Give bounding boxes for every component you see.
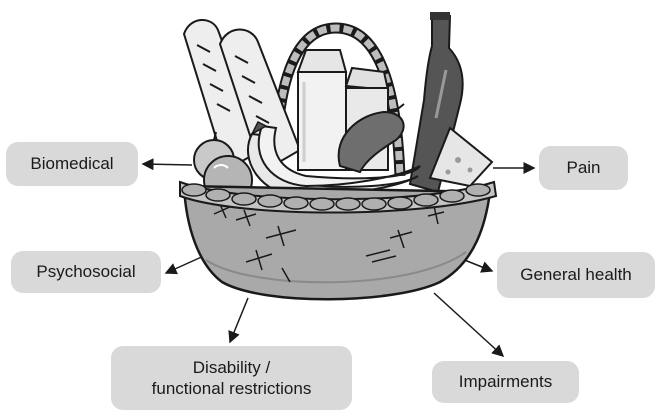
biomedical-label: Biomedical	[6, 142, 138, 186]
biomedical-text: Biomedical	[30, 154, 113, 174]
pain-label: Pain	[539, 146, 628, 190]
impairments-text: Impairments	[459, 372, 553, 392]
general-health-label: General health	[497, 252, 655, 298]
disability-text-line1: Disability /	[193, 357, 270, 378]
psychosocial-text: Psychosocial	[36, 262, 135, 282]
arrow-to-disability	[230, 298, 248, 342]
pain-text: Pain	[566, 158, 600, 178]
arrow-to-psychosocial	[166, 255, 206, 273]
disability-text-line2: functional restrictions	[152, 378, 312, 399]
impairments-label: Impairments	[432, 361, 579, 403]
psychosocial-label: Psychosocial	[11, 251, 161, 293]
arrow-to-biomedical	[143, 164, 192, 165]
arrow-to-impairments	[434, 293, 503, 356]
general-health-text: General health	[520, 265, 632, 285]
disability-label: Disability / functional restrictions	[111, 346, 352, 410]
